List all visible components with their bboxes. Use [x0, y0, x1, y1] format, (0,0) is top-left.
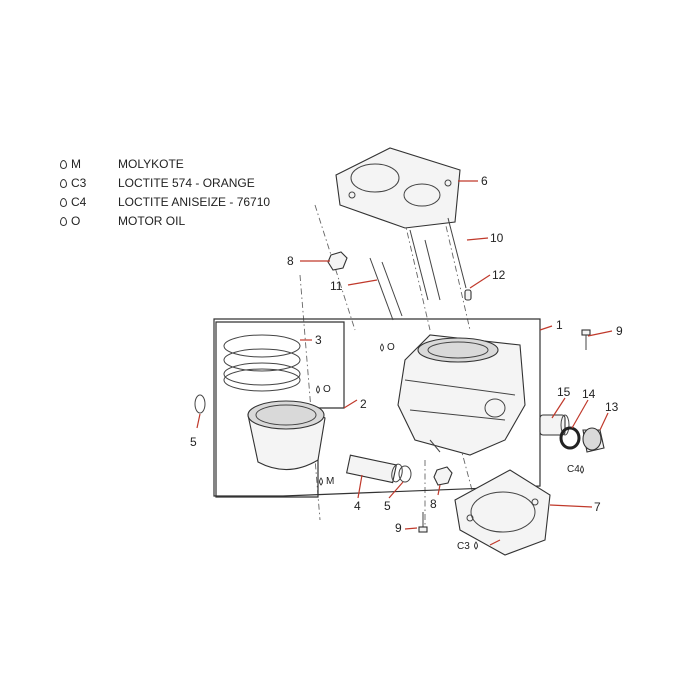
legend-description: MOLYKOTE — [118, 157, 184, 171]
piston-pin — [346, 454, 403, 484]
svg-text:M: M — [326, 476, 334, 487]
o-ring — [559, 426, 581, 450]
callout-9-upper: 9 — [616, 324, 623, 338]
callout-8-upper: 8 — [287, 254, 294, 268]
bolt-lower — [418, 512, 428, 533]
stud-nut-lower — [433, 466, 453, 486]
callout-numbers: 6 10 12 11 8 1 9 3 2 5 4 5 8 9 7 15 14 1… — [190, 174, 623, 535]
bolt-upper — [581, 329, 591, 350]
callout-3: 3 — [315, 333, 322, 347]
callout-8-lower: 8 — [430, 497, 437, 511]
circlip-right — [398, 465, 412, 483]
legend-description: LOCTITE ANISEIZE - 76710 — [118, 195, 271, 209]
drop-icon — [60, 198, 67, 207]
svg-text:C4: C4 — [567, 464, 580, 475]
piston-rings — [223, 334, 301, 392]
piston — [247, 400, 326, 471]
alignment-lines — [299, 179, 481, 525]
material-marker-cylinder: O — [380, 342, 395, 353]
callout-9-lower: 9 — [395, 521, 402, 535]
drop-icon — [60, 160, 67, 169]
material-marker-pin: M — [319, 476, 334, 487]
callout-11: 11 — [330, 279, 343, 293]
callout-14: 14 — [582, 387, 596, 401]
legend-description: LOCTITE 574 - ORANGE — [118, 176, 255, 190]
cylinder-group-frame — [213, 318, 541, 497]
cylinder-studs — [369, 217, 467, 321]
cylinder-block — [397, 334, 526, 456]
legend-symbol: C3 — [60, 176, 110, 190]
legend-symbol: C4 — [60, 195, 110, 209]
material-markers: O O M C3 C4 — [316, 342, 584, 552]
plug — [582, 427, 605, 453]
material-marker-base-gasket: C3 — [457, 541, 478, 552]
callout-7: 7 — [594, 500, 601, 514]
callout-13: 13 — [605, 400, 619, 414]
drop-icon — [60, 179, 67, 188]
base-gasket — [454, 469, 551, 556]
legend-symbol: O — [60, 214, 110, 228]
callout-6: 6 — [481, 174, 488, 188]
drop-icon — [60, 217, 67, 226]
legend-symbol: M — [60, 157, 110, 171]
callout-4: 4 — [354, 499, 361, 513]
svg-text:O: O — [387, 342, 395, 353]
dowel-pin — [464, 289, 472, 301]
material-marker-plug: C4 — [567, 464, 584, 475]
callout-5-left: 5 — [190, 435, 197, 449]
svg-text:O: O — [323, 384, 331, 395]
callout-5-right: 5 — [384, 499, 391, 513]
callout-15: 15 — [557, 385, 571, 399]
callout-2: 2 — [360, 397, 367, 411]
sleeve — [539, 414, 570, 436]
callout-10: 10 — [490, 231, 504, 245]
material-marker-piston: O — [316, 384, 331, 395]
head-gasket — [335, 147, 461, 229]
callout-12: 12 — [492, 268, 506, 282]
callout-1: 1 — [556, 318, 563, 332]
legend-description: MOTOR OIL — [118, 214, 186, 228]
leader-lines — [196, 180, 613, 546]
stud-nut-upper — [327, 251, 348, 271]
circlip-left — [194, 394, 206, 414]
svg-text:C3: C3 — [457, 541, 470, 552]
